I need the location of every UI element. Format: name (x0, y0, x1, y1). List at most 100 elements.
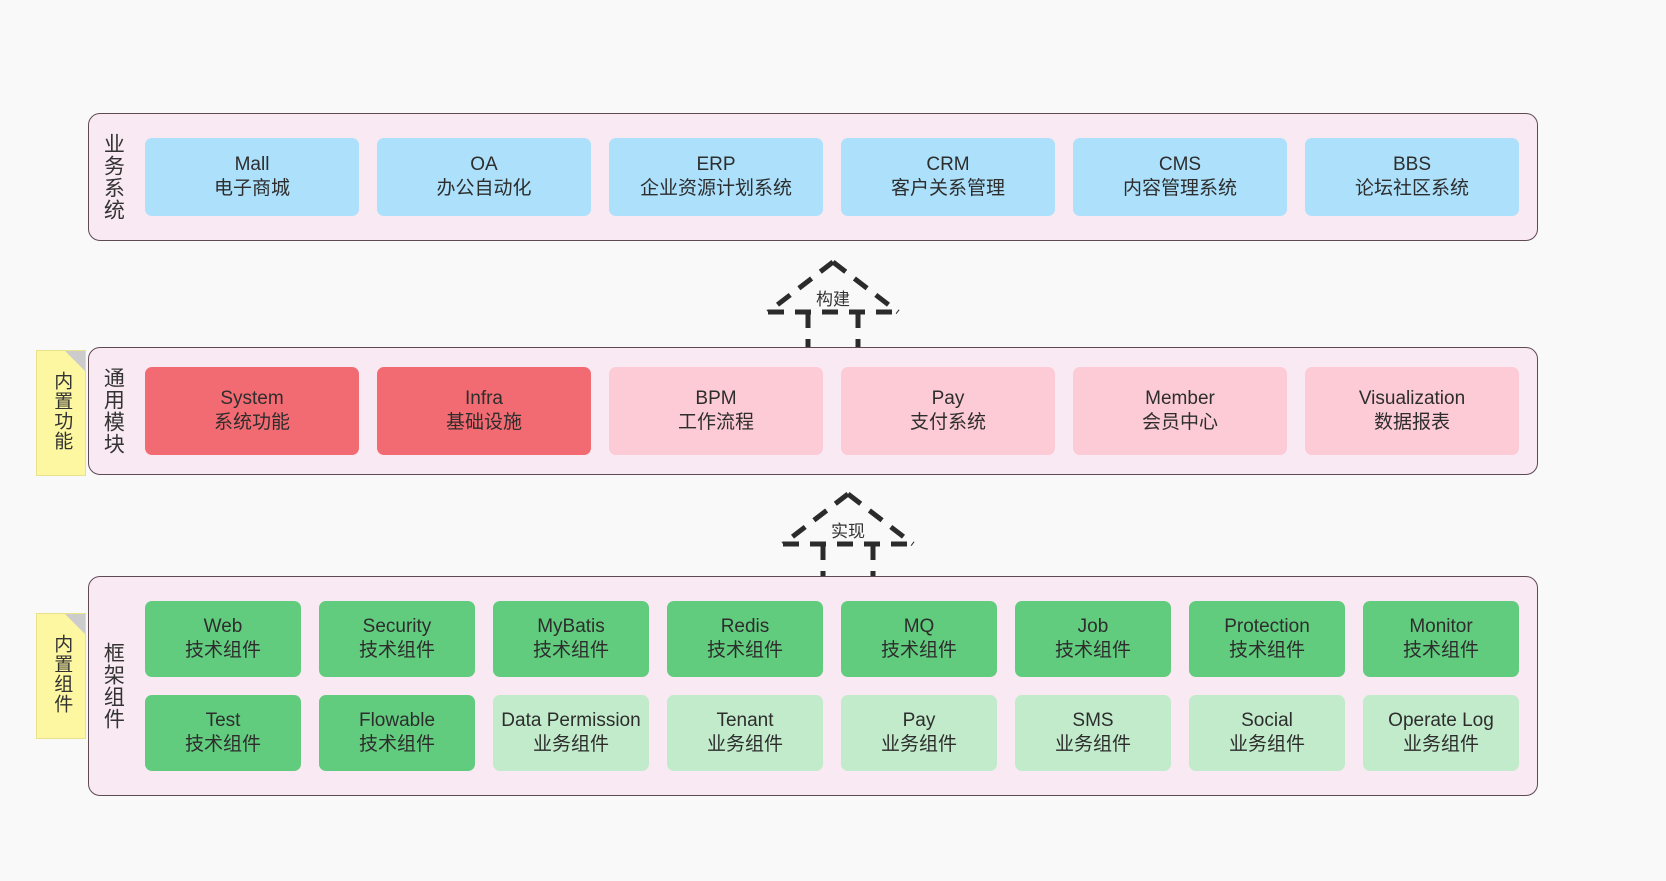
card-name: Social (1241, 709, 1293, 731)
component-card-mq[interactable]: MQ 技术组件 (841, 601, 997, 677)
card-name: Security (362, 615, 432, 637)
layer-common-module-title: 通用模块 (101, 367, 125, 455)
component-card-job[interactable]: Job 技术组件 (1015, 601, 1171, 677)
card-name: Monitor (1409, 615, 1473, 637)
module-card-bpm[interactable]: BPM 工作流程 (609, 367, 823, 455)
card-subtitle: 技术组件 (1228, 640, 1305, 661)
card-name: Pay (931, 387, 965, 409)
component-card-security[interactable]: Security 技术组件 (319, 601, 475, 677)
module-card-pay[interactable]: Pay 支付系统 (841, 367, 1055, 455)
layer-business-system-title: 业务系统 (101, 133, 125, 221)
note-fold-corner-icon (65, 351, 85, 371)
card-subtitle: 企业资源计划系统 (639, 178, 792, 199)
card-name: System (220, 387, 284, 409)
card-subtitle: 业务组件 (1054, 734, 1131, 755)
module-card-system[interactable]: System 系统功能 (145, 367, 359, 455)
component-card-monitor[interactable]: Monitor 技术组件 (1363, 601, 1519, 677)
component-card-operate-log[interactable]: Operate Log 业务组件 (1363, 695, 1519, 771)
component-card-sms[interactable]: SMS 业务组件 (1015, 695, 1171, 771)
component-card-test[interactable]: Test 技术组件 (145, 695, 301, 771)
card-name: CRM (926, 153, 970, 175)
card-name: Pay (902, 709, 936, 731)
card-subtitle: 业务组件 (706, 734, 783, 755)
card-subtitle: 电子商城 (213, 178, 290, 199)
card-name: Protection (1224, 615, 1310, 637)
card-subtitle: 业务组件 (1228, 734, 1305, 755)
component-card-tenant[interactable]: Tenant 业务组件 (667, 695, 823, 771)
card-subtitle: 业务组件 (1402, 734, 1479, 755)
card-subtitle: 技术组件 (1054, 640, 1131, 661)
card-subtitle: 会员中心 (1141, 412, 1218, 433)
business-card-bbs[interactable]: BBS 论坛社区系统 (1305, 138, 1519, 216)
card-name: BPM (695, 387, 737, 409)
note-fold-corner-icon (65, 614, 85, 634)
card-subtitle: 技术组件 (358, 640, 435, 661)
module-card-infra[interactable]: Infra 基础设施 (377, 367, 591, 455)
card-subtitle: 办公自动化 (436, 178, 532, 199)
layer-common-module-cards: System 系统功能 Infra 基础设施 BPM 工作流程 Pay 支付系统 Member 会… (135, 348, 1537, 474)
card-name: SMS (1072, 709, 1114, 731)
card-name: Job (1077, 615, 1109, 637)
sticky-note-builtin-components-label: 内置组件 (51, 634, 73, 714)
card-subtitle: 基础设施 (445, 412, 522, 433)
card-subtitle: 客户关系管理 (890, 178, 1005, 199)
card-name: Mall (234, 153, 270, 175)
card-subtitle: 技术组件 (184, 734, 261, 755)
card-subtitle: 技术组件 (184, 640, 261, 661)
card-subtitle: 工作流程 (677, 412, 754, 433)
card-name: ERP (696, 153, 736, 175)
sticky-note-builtin-features: 内置功能 (36, 350, 86, 476)
component-card-mybatis[interactable]: MyBatis 技术组件 (493, 601, 649, 677)
card-name: Flowable (358, 709, 436, 731)
card-subtitle: 内容管理系统 (1122, 178, 1237, 199)
business-card-crm[interactable]: CRM 客户关系管理 (841, 138, 1055, 216)
sticky-note-builtin-features-label: 内置功能 (51, 371, 73, 451)
card-name: Data Permission (501, 709, 641, 731)
business-card-erp[interactable]: ERP 企业资源计划系统 (609, 138, 823, 216)
card-subtitle: 技术组件 (1402, 640, 1479, 661)
component-card-social[interactable]: Social 业务组件 (1189, 695, 1345, 771)
component-card-pay[interactable]: Pay 业务组件 (841, 695, 997, 771)
connector-implement-label: 实现 (831, 522, 865, 541)
layer-common-module: 通用模块 System 系统功能 Infra 基础设施 BPM 工作流程 Pay 支付系统 Me… (88, 347, 1538, 475)
sticky-note-builtin-components: 内置组件 (36, 613, 86, 739)
business-card-mall[interactable]: Mall 电子商城 (145, 138, 359, 216)
connector-build: 构建 (738, 256, 928, 356)
card-subtitle: 数据报表 (1373, 412, 1450, 433)
card-name: Tenant (716, 709, 774, 731)
card-name: Test (205, 709, 241, 731)
card-name: MQ (903, 615, 935, 637)
card-subtitle: 业务组件 (880, 734, 957, 755)
card-subtitle: 支付系统 (909, 412, 986, 433)
component-card-redis[interactable]: Redis 技术组件 (667, 601, 823, 677)
card-subtitle: 系统功能 (213, 412, 290, 433)
card-name: Infra (464, 387, 504, 409)
card-subtitle: 技术组件 (880, 640, 957, 661)
card-name: MyBatis (537, 615, 605, 637)
component-card-flowable[interactable]: Flowable 技术组件 (319, 695, 475, 771)
card-subtitle: 技术组件 (532, 640, 609, 661)
card-subtitle: 技术组件 (706, 640, 783, 661)
layer-framework-component-title: 框架组件 (101, 642, 125, 730)
component-card-data-permission[interactable]: Data Permission 业务组件 (493, 695, 649, 771)
card-name: Member (1145, 387, 1215, 409)
connector-implement: 实现 (753, 488, 943, 588)
component-card-protection[interactable]: Protection 技术组件 (1189, 601, 1345, 677)
card-name: Redis (720, 615, 770, 637)
module-card-member[interactable]: Member 会员中心 (1073, 367, 1287, 455)
card-subtitle: 业务组件 (532, 734, 609, 755)
card-subtitle: 技术组件 (358, 734, 435, 755)
card-subtitle: 论坛社区系统 (1354, 178, 1469, 199)
card-name: Operate Log (1388, 709, 1494, 731)
card-name: BBS (1392, 153, 1432, 175)
